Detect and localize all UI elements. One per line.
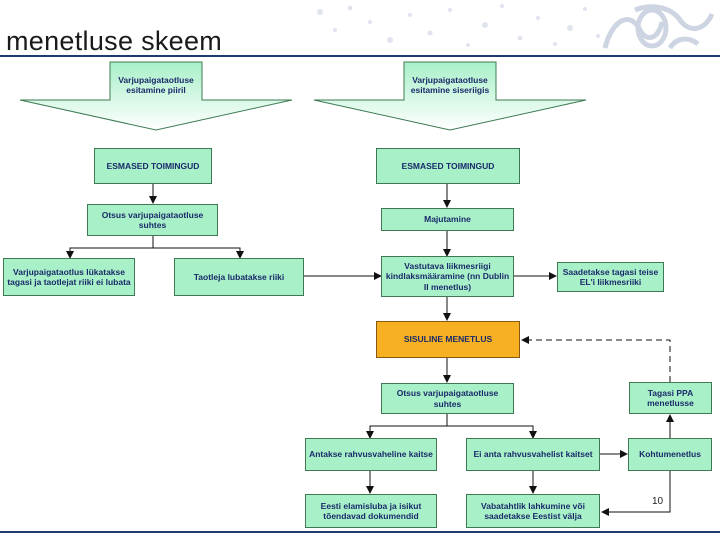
- node-elamisluba: Eesti elamisluba ja isikut tõendavad dok…: [305, 494, 437, 528]
- node-otsus-left: Otsus varjupaigataotluse suhtes: [87, 204, 218, 236]
- node-tagasi-ppa: Tagasi PPA menetlusse: [629, 382, 712, 414]
- connector: [601, 471, 671, 516]
- node-sisuline: SISULINE MENETLUS: [376, 321, 520, 358]
- node-otsus-right: Otsus varjupaigataotluse suhtes: [381, 383, 514, 414]
- node-lykatakse: Varjupaigataotlus lükatakse tagasi ja ta…: [3, 258, 135, 296]
- node-esmased-right: ESMASED TOIMINGUD: [376, 148, 520, 184]
- connector: [66, 236, 154, 259]
- page-title: menetluse skeem: [6, 26, 223, 56]
- node-vastutava: Vastutava liikmesriigi kindlaksmääramine…: [381, 256, 514, 297]
- connector: [153, 247, 244, 259]
- dashed-connector: [521, 336, 671, 382]
- page-number: 10: [652, 496, 664, 507]
- node-ei-anta: Ei anta rahvusvahelist kaitset: [466, 438, 600, 471]
- slide-header: menetluse skeem: [0, 0, 720, 57]
- node-saadetakse-el: Saadetakse tagasi teise EL'i liikmesriik…: [557, 262, 664, 292]
- node-kohtumenetlus: Kohtumenetlus: [628, 438, 712, 471]
- node-esmased-left: ESMASED TOIMINGUD: [94, 148, 212, 184]
- entry-arrow-right: [313, 61, 587, 131]
- entry-label-right: Varjupaigataotluse esitamine siseriigis: [410, 74, 490, 95]
- header-divider: [0, 55, 720, 57]
- footer-divider: [0, 531, 720, 533]
- node-majutamine: Majutamine: [381, 208, 514, 231]
- connector: [366, 414, 448, 439]
- header-ornament: [317, 4, 715, 50]
- entry-label-left: Varjupaigataotluse esitamine piiril: [118, 74, 194, 95]
- node-antakse: Antakse rahvusvaheline kaitse: [305, 438, 437, 471]
- entry-arrow-left: [19, 61, 293, 131]
- node-lubatakse: Taotleja lubatakse riiki: [174, 258, 304, 296]
- connector: [447, 425, 537, 439]
- node-vabatahtlik: Vabatahtlik lahkumine või saadetakse Ees…: [466, 494, 600, 528]
